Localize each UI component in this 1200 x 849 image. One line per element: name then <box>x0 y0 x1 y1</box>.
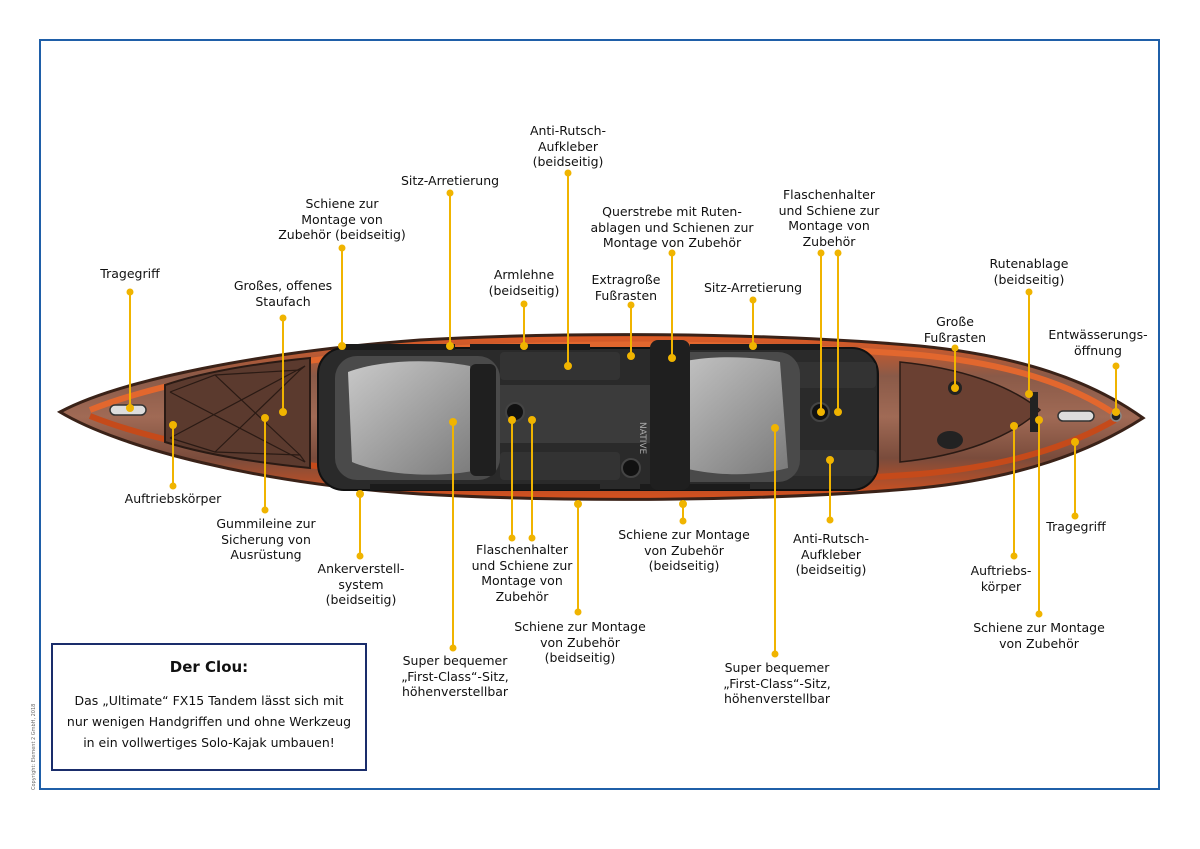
stern-hatch <box>937 431 963 449</box>
pad-3 <box>790 362 876 388</box>
rail-top-mid <box>470 344 590 350</box>
label-staufach: Großes, offenes Staufach <box>233 278 333 309</box>
info-box: Der Clou: Das „Ultimate“ FX15 Tandem läs… <box>51 643 367 771</box>
label-entwaesserung: Entwässerungs- öffnung <box>1048 327 1148 358</box>
label-schiene-bottom-right: Schiene zur Montage von Zubehör <box>973 620 1105 651</box>
rail-top-left <box>345 344 455 350</box>
outer-frame <box>39 39 1160 790</box>
label-sitz-arretierung-1: Sitz-Arretierung <box>400 173 500 188</box>
cup-holder-3 <box>621 458 641 478</box>
seat-rear <box>650 340 800 490</box>
label-anti-rutsch-bottom: Anti-Rutsch- Aufkleber (beidseitig) <box>792 531 870 577</box>
label-tragegriff-right: Tragegriff <box>1046 519 1106 534</box>
rail-bottom-left <box>370 484 480 490</box>
label-ankerverstell: Ankerverstell- system (beidseitig) <box>317 561 405 607</box>
label-sitz-2: Super bequemer „First-Class“-Sitz, höhen… <box>723 660 831 706</box>
rod-holder <box>1030 392 1038 432</box>
info-box-title: Der Clou: <box>169 658 249 676</box>
label-auftriebskoerper-right: Auftriebs- körper <box>970 563 1032 594</box>
copyright-note: Copyright: Element 2 GmbH, 2018 <box>31 703 37 790</box>
native-logo: NATIVE <box>637 422 647 454</box>
rail-bottom-right <box>640 484 750 490</box>
label-extragrosse-fussrasten: Extragroße Fußrasten <box>591 272 661 303</box>
bow-storage <box>164 356 311 470</box>
label-rutenablage: Rutenablage (beidseitig) <box>989 256 1069 287</box>
info-box-text: Das „Ultimate“ FX15 Tandem lässt sich mi… <box>66 693 352 750</box>
seat-front <box>335 356 500 480</box>
label-anti-rutsch-top: Anti-Rutsch- Aufkleber (beidseitig) <box>529 123 607 169</box>
deck-traction-pad <box>500 385 650 443</box>
label-armlehne: Armlehne (beidseitig) <box>488 267 560 298</box>
bungee-cord <box>169 365 306 463</box>
leader-lines <box>126 169 1120 658</box>
pad-1 <box>500 352 620 380</box>
pad-2 <box>500 452 620 480</box>
label-schiene-top-left: Schiene zur Montage von Zubehör (beidsei… <box>278 196 406 242</box>
label-auftriebskoerper-left: Auftriebskörper <box>124 491 222 506</box>
pad-4 <box>790 450 876 476</box>
label-sitz-1: Super bequemer „First-Class“-Sitz, höhen… <box>401 653 509 699</box>
label-flaschenhalter-top: Flaschenhalter und Schiene zur Montage v… <box>778 187 880 249</box>
label-schiene-bottom-mid: Schiene zur Montage von Zubehör (beidsei… <box>514 619 646 665</box>
label-grosse-fussrasten: Große Fußrasten <box>923 314 987 345</box>
label-flaschenhalter-bottom: Flaschenhalter und Schiene zur Montage v… <box>471 542 573 604</box>
rail-bottom-mid <box>480 484 600 490</box>
label-tragegriff-left: Tragegriff <box>100 266 160 281</box>
handle-stern <box>1057 410 1095 422</box>
label-gummileine: Gummileine zur Sicherung von Ausrüstung <box>216 516 316 562</box>
label-sitz-arretierung-2: Sitz-Arretierung <box>703 280 803 295</box>
label-schiene-bottom-center: Schiene zur Montage von Zubehör (beidsei… <box>618 527 750 573</box>
label-querstrebe: Querstrebe mit Ruten- ablagen und Schien… <box>590 204 754 250</box>
